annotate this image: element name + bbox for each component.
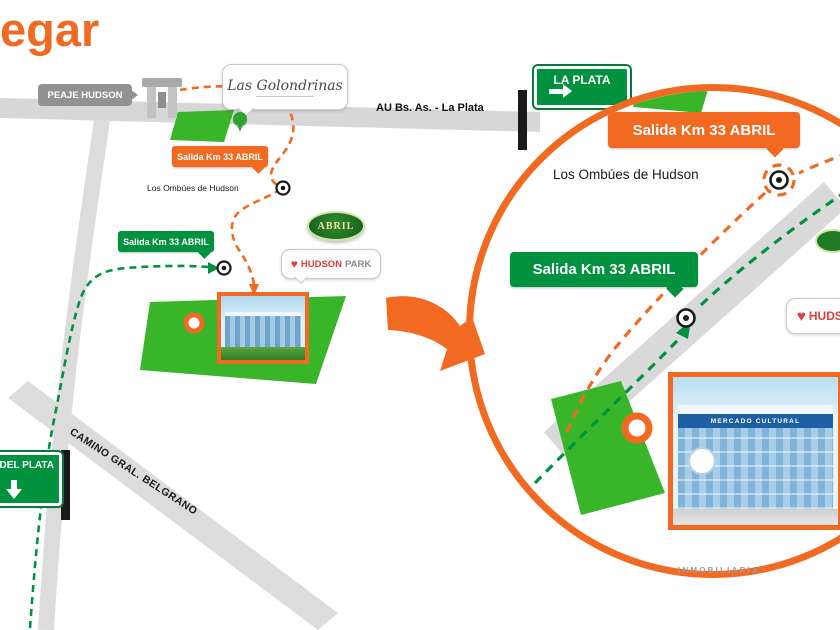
salida-orange-label: Salida Km 33 ABRIL	[177, 151, 263, 162]
toll-pillar	[147, 87, 156, 118]
left-road	[38, 118, 110, 630]
abril-logo-label: ABRIL	[317, 220, 355, 232]
page-title-fragment: egar	[0, 3, 100, 56]
zoom-park-top	[633, 91, 708, 113]
golondrinas-bubble: Las Golondrinas	[222, 64, 348, 110]
pavement	[673, 509, 838, 525]
peaje-hudson-label: PEAJE HUDSON	[47, 89, 123, 101]
la-plata-label: LA PLATA	[553, 73, 611, 87]
peaje-sign-pointer-icon	[130, 89, 138, 101]
zoom-exit-marker-orange	[769, 170, 789, 190]
zoom-salida-green-sign: Salida Km 33 ABRIL	[510, 252, 698, 287]
zoom-salida-green-label: Salida Km 33 ABRIL	[532, 261, 676, 278]
exit-marker-orange	[275, 180, 291, 196]
bushes	[221, 347, 305, 360]
agency-watermark: INMOBILIARIA	[678, 566, 760, 575]
toll-pillar	[168, 87, 177, 118]
zoom-exit-marker-green	[676, 308, 696, 328]
mar-del-plata-label: MAR DEL PLATA	[0, 460, 54, 471]
building-banner-label: MERCADO CULTURAL	[710, 417, 801, 425]
exit-marker-green	[216, 260, 232, 276]
zoom-salida-orange-label: Salida Km 33 ABRIL	[632, 121, 776, 139]
right-arrow-icon	[549, 84, 572, 98]
highway-road	[0, 98, 540, 132]
heart-icon: ♥	[796, 307, 806, 325]
toll-booth-cab	[158, 92, 166, 108]
zoom-hudson-label: HUDSON	[808, 309, 840, 323]
mardelplata-sign-post	[61, 450, 70, 520]
laplata-sign-post	[518, 90, 527, 150]
abril-logo: ABRIL	[307, 211, 365, 241]
park-area-small	[170, 110, 234, 142]
la-plata-sign: LA PLATA	[534, 66, 630, 108]
glass-facade	[225, 312, 301, 352]
peaje-hudson-sign: PEAJE HUDSON	[38, 84, 132, 106]
zoom-map-layer	[533, 91, 840, 515]
ombues-label: Los Ombúes de Hudson	[147, 183, 239, 193]
zoom-salida-orange-sign: Salida Km 33 ABRIL	[608, 112, 800, 148]
location-ring-marker	[183, 312, 205, 334]
zoom-location-ring-marker	[621, 412, 653, 444]
salida-orange-sign: Salida Km 33 ABRIL	[172, 146, 268, 167]
hudson-label: HUDSON	[300, 258, 343, 270]
golondrinas-slogan-rule	[256, 95, 314, 97]
building-photo-large: MERCADO CULTURAL	[668, 372, 840, 530]
building-structure: MERCADO CULTURAL	[678, 405, 833, 509]
zoom-route-green	[533, 193, 840, 485]
park-label: PARK	[345, 258, 372, 270]
golondrinas-label: Las Golondrinas	[227, 77, 343, 94]
map-pin-tip-icon	[237, 124, 243, 132]
heart-icon: ♥	[290, 257, 298, 271]
salida-green-sign: Salida Km 33 ABRIL	[118, 231, 214, 252]
zoom-park-area	[551, 381, 665, 515]
toll-roof	[142, 78, 182, 87]
toll-booth-icon	[142, 78, 182, 120]
building-round-logo	[688, 447, 716, 475]
zoom-ombues-label: Los Ombúes de Hudson	[553, 167, 699, 182]
highway-label: AU Bs. As. - La Plata	[376, 102, 484, 114]
zoom-circle: Salida Km 33 ABRIL Los Ombúes de Hudson …	[466, 84, 840, 578]
zoom-route-orange	[563, 154, 840, 438]
route-green-arrowhead	[208, 262, 219, 274]
route-orange-arrowhead	[249, 284, 259, 296]
building-banner: MERCADO CULTURAL	[678, 414, 833, 428]
belgrano-road	[8, 381, 338, 630]
salida-green-label: Salida Km 33 ABRIL	[123, 236, 209, 247]
down-arrow-icon	[6, 480, 22, 499]
mar-del-plata-sign: MAR DEL PLATA	[0, 452, 62, 506]
zoom-abril-mini-logo	[815, 229, 840, 253]
building-photo-small	[217, 292, 309, 364]
map-pin-icon	[233, 112, 247, 126]
